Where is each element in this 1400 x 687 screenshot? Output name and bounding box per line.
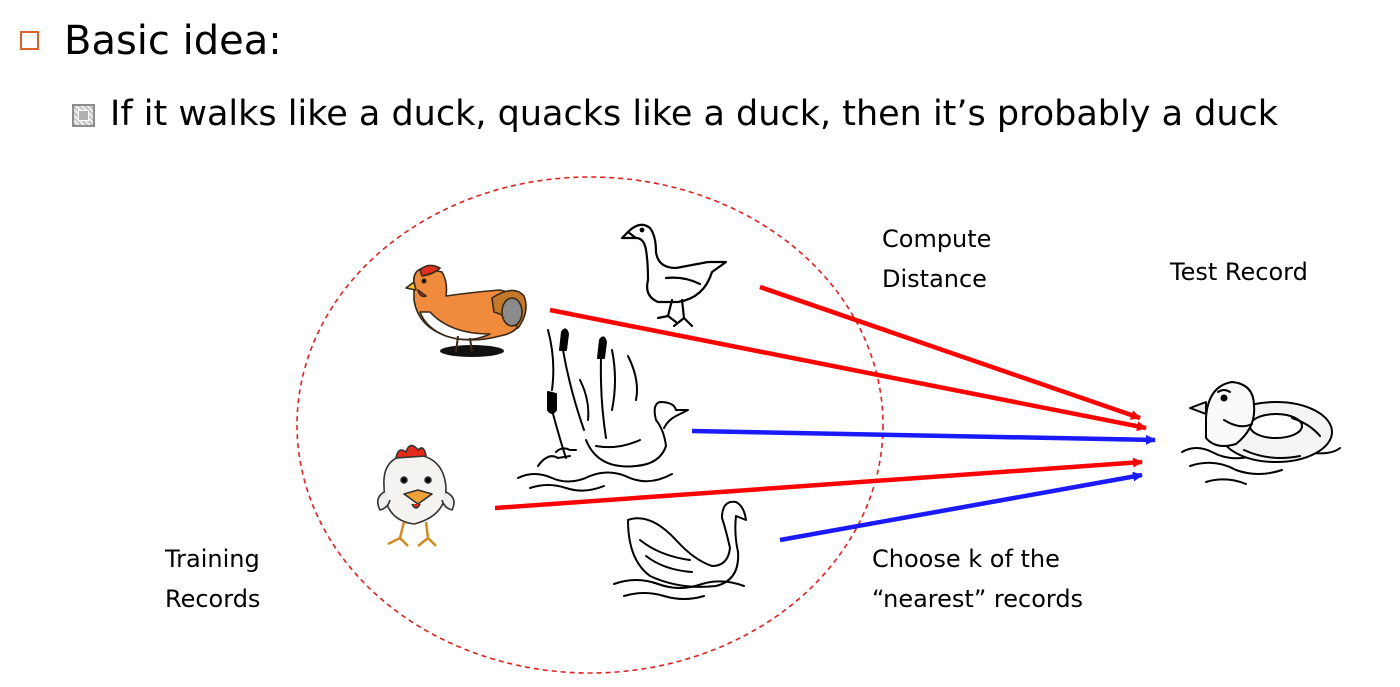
arrow-goose-to-test <box>759 284 1141 421</box>
rubber-duck-icon <box>1181 381 1341 485</box>
arrow-hen-to-test <box>549 307 1147 432</box>
hatched-square-bullet-icon <box>72 104 95 127</box>
distance-arrows <box>494 284 1156 543</box>
choose-label-line2: “nearest” records <box>872 585 1084 613</box>
training-label-line2: Records <box>165 585 261 613</box>
choose-label-line1: Choose k of the <box>872 545 1060 573</box>
arrow-swan-to-test <box>779 471 1143 543</box>
goose-icon <box>620 223 728 328</box>
square-bullet-icon <box>20 31 39 50</box>
hen-icon <box>405 264 527 357</box>
training-records-circle <box>296 176 884 674</box>
arrow-ducks-to-test <box>691 428 1156 445</box>
slide-subheading: If it walks like a duck, quacks like a d… <box>110 94 1279 134</box>
compute-label-line2: Distance <box>882 265 987 293</box>
arrow-chicken-to-test <box>494 457 1143 511</box>
slide-heading: Basic idea: <box>64 18 282 64</box>
swan-icon <box>613 500 747 600</box>
compute-label-line1: Compute <box>882 225 992 253</box>
chicken-icon <box>376 444 455 547</box>
training-label-line1: Training <box>165 545 260 573</box>
cattail-ducks-icon <box>517 328 689 492</box>
test-record-label: Test Record <box>1170 258 1308 286</box>
